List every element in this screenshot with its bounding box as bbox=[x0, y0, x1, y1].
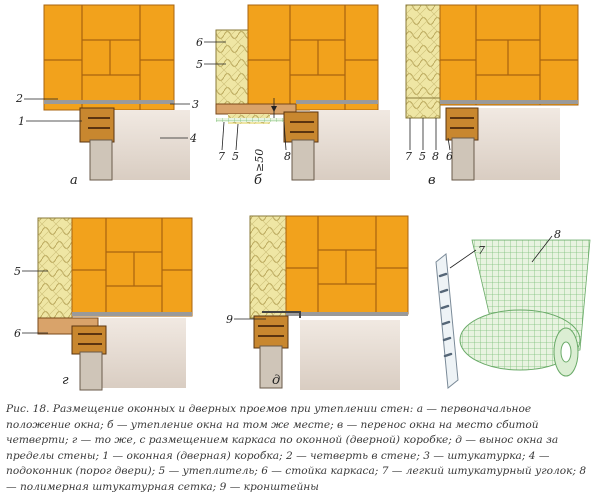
brick-wall bbox=[71, 217, 193, 317]
callout-5: 5 bbox=[419, 150, 426, 163]
callout-8: 8 bbox=[432, 150, 439, 163]
callout-8: 8 bbox=[554, 228, 561, 241]
callout-1: 1 bbox=[18, 115, 25, 128]
window-frame bbox=[283, 111, 319, 181]
callout-6: 6 bbox=[14, 327, 21, 340]
plaster-layer bbox=[44, 100, 174, 104]
window-sill bbox=[300, 320, 400, 390]
window-frame bbox=[71, 325, 107, 391]
callout-5: 5 bbox=[196, 58, 203, 71]
window-sill bbox=[110, 110, 190, 180]
callout-5b: 5 bbox=[232, 150, 239, 163]
panel-a: 2 1 3 4 а bbox=[15, 4, 199, 188]
window-frame bbox=[253, 315, 289, 389]
bracket bbox=[262, 311, 301, 318]
window-sill bbox=[100, 318, 186, 388]
callout-5: 5 bbox=[14, 265, 21, 278]
panel-d: 9 д bbox=[226, 215, 409, 390]
callout-4: 4 bbox=[189, 132, 197, 145]
figure-canvas: 2 1 3 4 а 6 5 7 5 ≥50 bbox=[14, 4, 591, 391]
window-frame bbox=[79, 107, 115, 181]
callout-9: 9 bbox=[226, 313, 233, 326]
brick-wall bbox=[285, 215, 409, 315]
window-frame bbox=[445, 107, 479, 181]
callout-2: 2 bbox=[15, 92, 23, 105]
panel-label-v: в bbox=[428, 173, 436, 188]
window-sill bbox=[470, 108, 560, 180]
callout-7: 7 bbox=[478, 244, 485, 257]
panel-v: 7 5 8 6 в bbox=[405, 4, 579, 188]
callout-3: 3 bbox=[192, 98, 199, 111]
callout-7: 7 bbox=[218, 150, 225, 163]
panel-parts: 7 8 bbox=[435, 228, 591, 389]
plaster-corner-bead bbox=[435, 253, 459, 389]
dimension-min-50: ≥50 bbox=[253, 149, 266, 172]
insulation bbox=[215, 29, 249, 109]
panel-b: 6 5 7 5 ≥50 8 б bbox=[196, 4, 390, 188]
panel-label-d: д bbox=[272, 373, 280, 388]
callout-6: 6 bbox=[446, 150, 453, 163]
panel-label-a: а bbox=[70, 173, 78, 188]
brick-wall bbox=[43, 4, 175, 111]
figure-caption: Рис. 18. Размещение оконных и дверных пр… bbox=[6, 403, 587, 493]
plaster-layer bbox=[72, 312, 192, 316]
panel-g: 5 6 г bbox=[14, 217, 193, 391]
callout-6: 6 bbox=[196, 36, 203, 49]
callout-8: 8 bbox=[284, 150, 291, 163]
callout-7: 7 bbox=[405, 150, 412, 163]
brick-wall bbox=[439, 4, 579, 106]
polymer-plaster-mesh bbox=[459, 239, 591, 377]
brick-wall bbox=[247, 4, 379, 111]
plaster-layer bbox=[440, 100, 578, 104]
plaster-mesh bbox=[216, 118, 296, 122]
insulation bbox=[37, 217, 73, 319]
plaster-layer bbox=[286, 312, 408, 316]
panel-label-g: г bbox=[62, 373, 69, 388]
insulation bbox=[405, 97, 441, 119]
insulation bbox=[249, 215, 287, 319]
panel-label-b: б bbox=[254, 173, 262, 188]
window-sill bbox=[310, 110, 390, 180]
plaster-layer bbox=[296, 100, 378, 104]
insulation bbox=[405, 4, 441, 106]
